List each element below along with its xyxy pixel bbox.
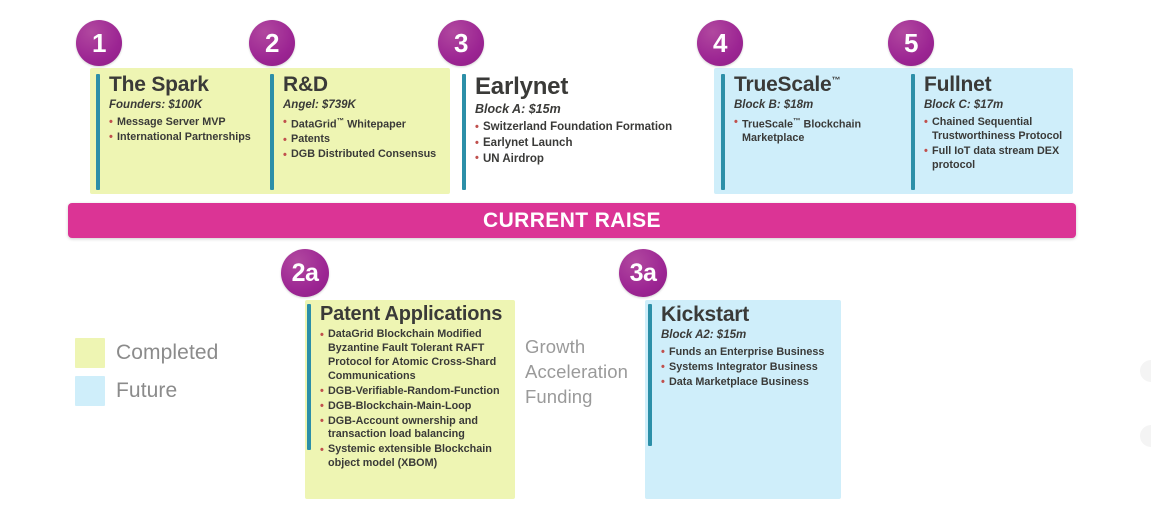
list-item: Message Server MVP — [109, 115, 261, 130]
list-item: Earlynet Launch — [475, 136, 702, 151]
card-funding: Block A: $15m — [475, 102, 561, 117]
legend-item-completed: Completed — [75, 338, 218, 368]
note-line-2: Acceleration — [525, 360, 629, 382]
card-funding: Block B: $18m — [734, 99, 814, 112]
trademark-symbol: ™ — [336, 115, 345, 125]
list-item: Systems Integrator Business — [661, 360, 838, 375]
phase-card-truescale[interactable]: TrueScale™ Block B: $18m TrueScale™ Bloc… — [721, 73, 901, 190]
phase-card-fullnet[interactable]: Fullnet Block C: $17m Chained Sequential… — [911, 73, 1076, 190]
list-item: International Partnerships — [109, 130, 261, 145]
card-title: The Spark — [109, 73, 209, 96]
card-accent-bar — [648, 304, 652, 446]
card-accent-bar — [721, 74, 725, 190]
list-item: TrueScale™ Blockchain Marketplace — [734, 115, 901, 146]
phase-marker-4: 4 — [697, 20, 743, 66]
card-title: R&D — [283, 73, 328, 96]
card-funding: Angel: $739K — [283, 99, 356, 112]
card-title-text: TrueScale — [734, 73, 832, 96]
list-item: DGB-Blockchain-Main-Loop — [320, 399, 515, 414]
card-title: Kickstart — [661, 303, 750, 326]
card-item-list: DataGrid™ Whitepaper Patents DGB Distrib… — [283, 115, 445, 162]
note-line-1: Growth — [525, 336, 586, 357]
phase-marker-1: 1 — [76, 20, 122, 66]
current-raise-banner: CURRENT RAISE — [68, 203, 1076, 238]
card-accent-bar — [307, 304, 311, 450]
phase-marker-5: 5 — [888, 20, 934, 66]
card-title: Patent Applications — [320, 303, 503, 325]
legend-item-future: Future — [75, 376, 177, 406]
card-item-list: Chained Sequential Trustworthiness Proto… — [924, 115, 1076, 173]
card-funding: Block C: $17m — [924, 99, 1004, 112]
list-item: Funds an Enterprise Business — [661, 345, 838, 360]
legend-label-completed: Completed — [116, 341, 219, 364]
trademark-symbol: ™ — [831, 75, 841, 85]
phase-marker-2: 2 — [249, 20, 295, 66]
decorative-blob-top — [1140, 360, 1151, 382]
phase-marker-2a: 2a — [281, 249, 329, 297]
legend-label-future: Future — [116, 379, 178, 402]
card-title: TrueScale™ — [734, 73, 901, 96]
phase-card-earlynet[interactable]: Earlynet Block A: $15m Switzerland Found… — [462, 73, 702, 190]
list-item: Patents — [283, 133, 445, 147]
list-item: DataGrid™ Whitepaper — [283, 115, 445, 133]
card-item-list: Funds an Enterprise Business Systems Int… — [661, 345, 838, 390]
phase-card-kickstart[interactable]: Kickstart Block A2: $15m Funds an Enterp… — [648, 303, 838, 446]
growth-acceleration-funding-note: Growth Acceleration Funding — [525, 335, 645, 410]
trademark-symbol: ™ — [793, 115, 801, 125]
legend-swatch-completed — [75, 338, 105, 368]
card-accent-bar — [96, 74, 100, 190]
list-item: UN Airdrop — [475, 151, 702, 167]
future-band-bottom — [645, 300, 841, 499]
current-raise-label: CURRENT RAISE — [483, 208, 661, 232]
card-accent-bar — [462, 74, 466, 190]
list-item: Chained Sequential Trustworthiness Proto… — [924, 115, 1076, 144]
card-item-list: Switzerland Foundation Formation Earlyne… — [475, 120, 702, 166]
list-item: Systemic extensible Blockchain object mo… — [320, 443, 515, 471]
phase-card-the-spark[interactable]: The Spark Founders: $100K Message Server… — [96, 73, 261, 190]
list-item: Full IoT data stream DEX protocol — [924, 144, 1076, 173]
list-item: Switzerland Foundation Formation — [475, 120, 702, 135]
card-funding: Block A2: $15m — [661, 329, 747, 342]
card-item-list: DataGrid Blockchain Modified Byzantine F… — [320, 328, 515, 471]
list-item: Data Marketplace Business — [661, 375, 838, 390]
legend-swatch-future — [75, 376, 105, 406]
card-title: Earlynet — [475, 73, 569, 100]
phase-card-rnd[interactable]: R&D Angel: $739K DataGrid™ Whitepaper Pa… — [270, 73, 445, 190]
card-item-list: Message Server MVP International Partner… — [109, 115, 261, 145]
list-item: DGB-Verifiable-Random-Function — [320, 384, 515, 399]
list-item: DataGrid Blockchain Modified Byzantine F… — [320, 328, 515, 384]
card-item-list: TrueScale™ Blockchain Marketplace — [734, 115, 901, 146]
phase-marker-3: 3 — [438, 20, 484, 66]
decorative-blob-bottom — [1140, 425, 1151, 447]
note-line-3: Funding — [525, 385, 593, 407]
card-funding: Founders: $100K — [109, 99, 203, 112]
card-accent-bar — [911, 74, 915, 190]
list-item: DGB Distributed Consensus — [283, 148, 445, 162]
phase-card-patent-applications[interactable]: Patent Applications DataGrid Blockchain … — [307, 304, 515, 472]
phase-marker-3a: 3a — [619, 249, 667, 297]
card-accent-bar — [270, 74, 274, 190]
list-item: DGB-Account ownership and transaction lo… — [320, 414, 515, 443]
card-title: Fullnet — [924, 73, 992, 96]
